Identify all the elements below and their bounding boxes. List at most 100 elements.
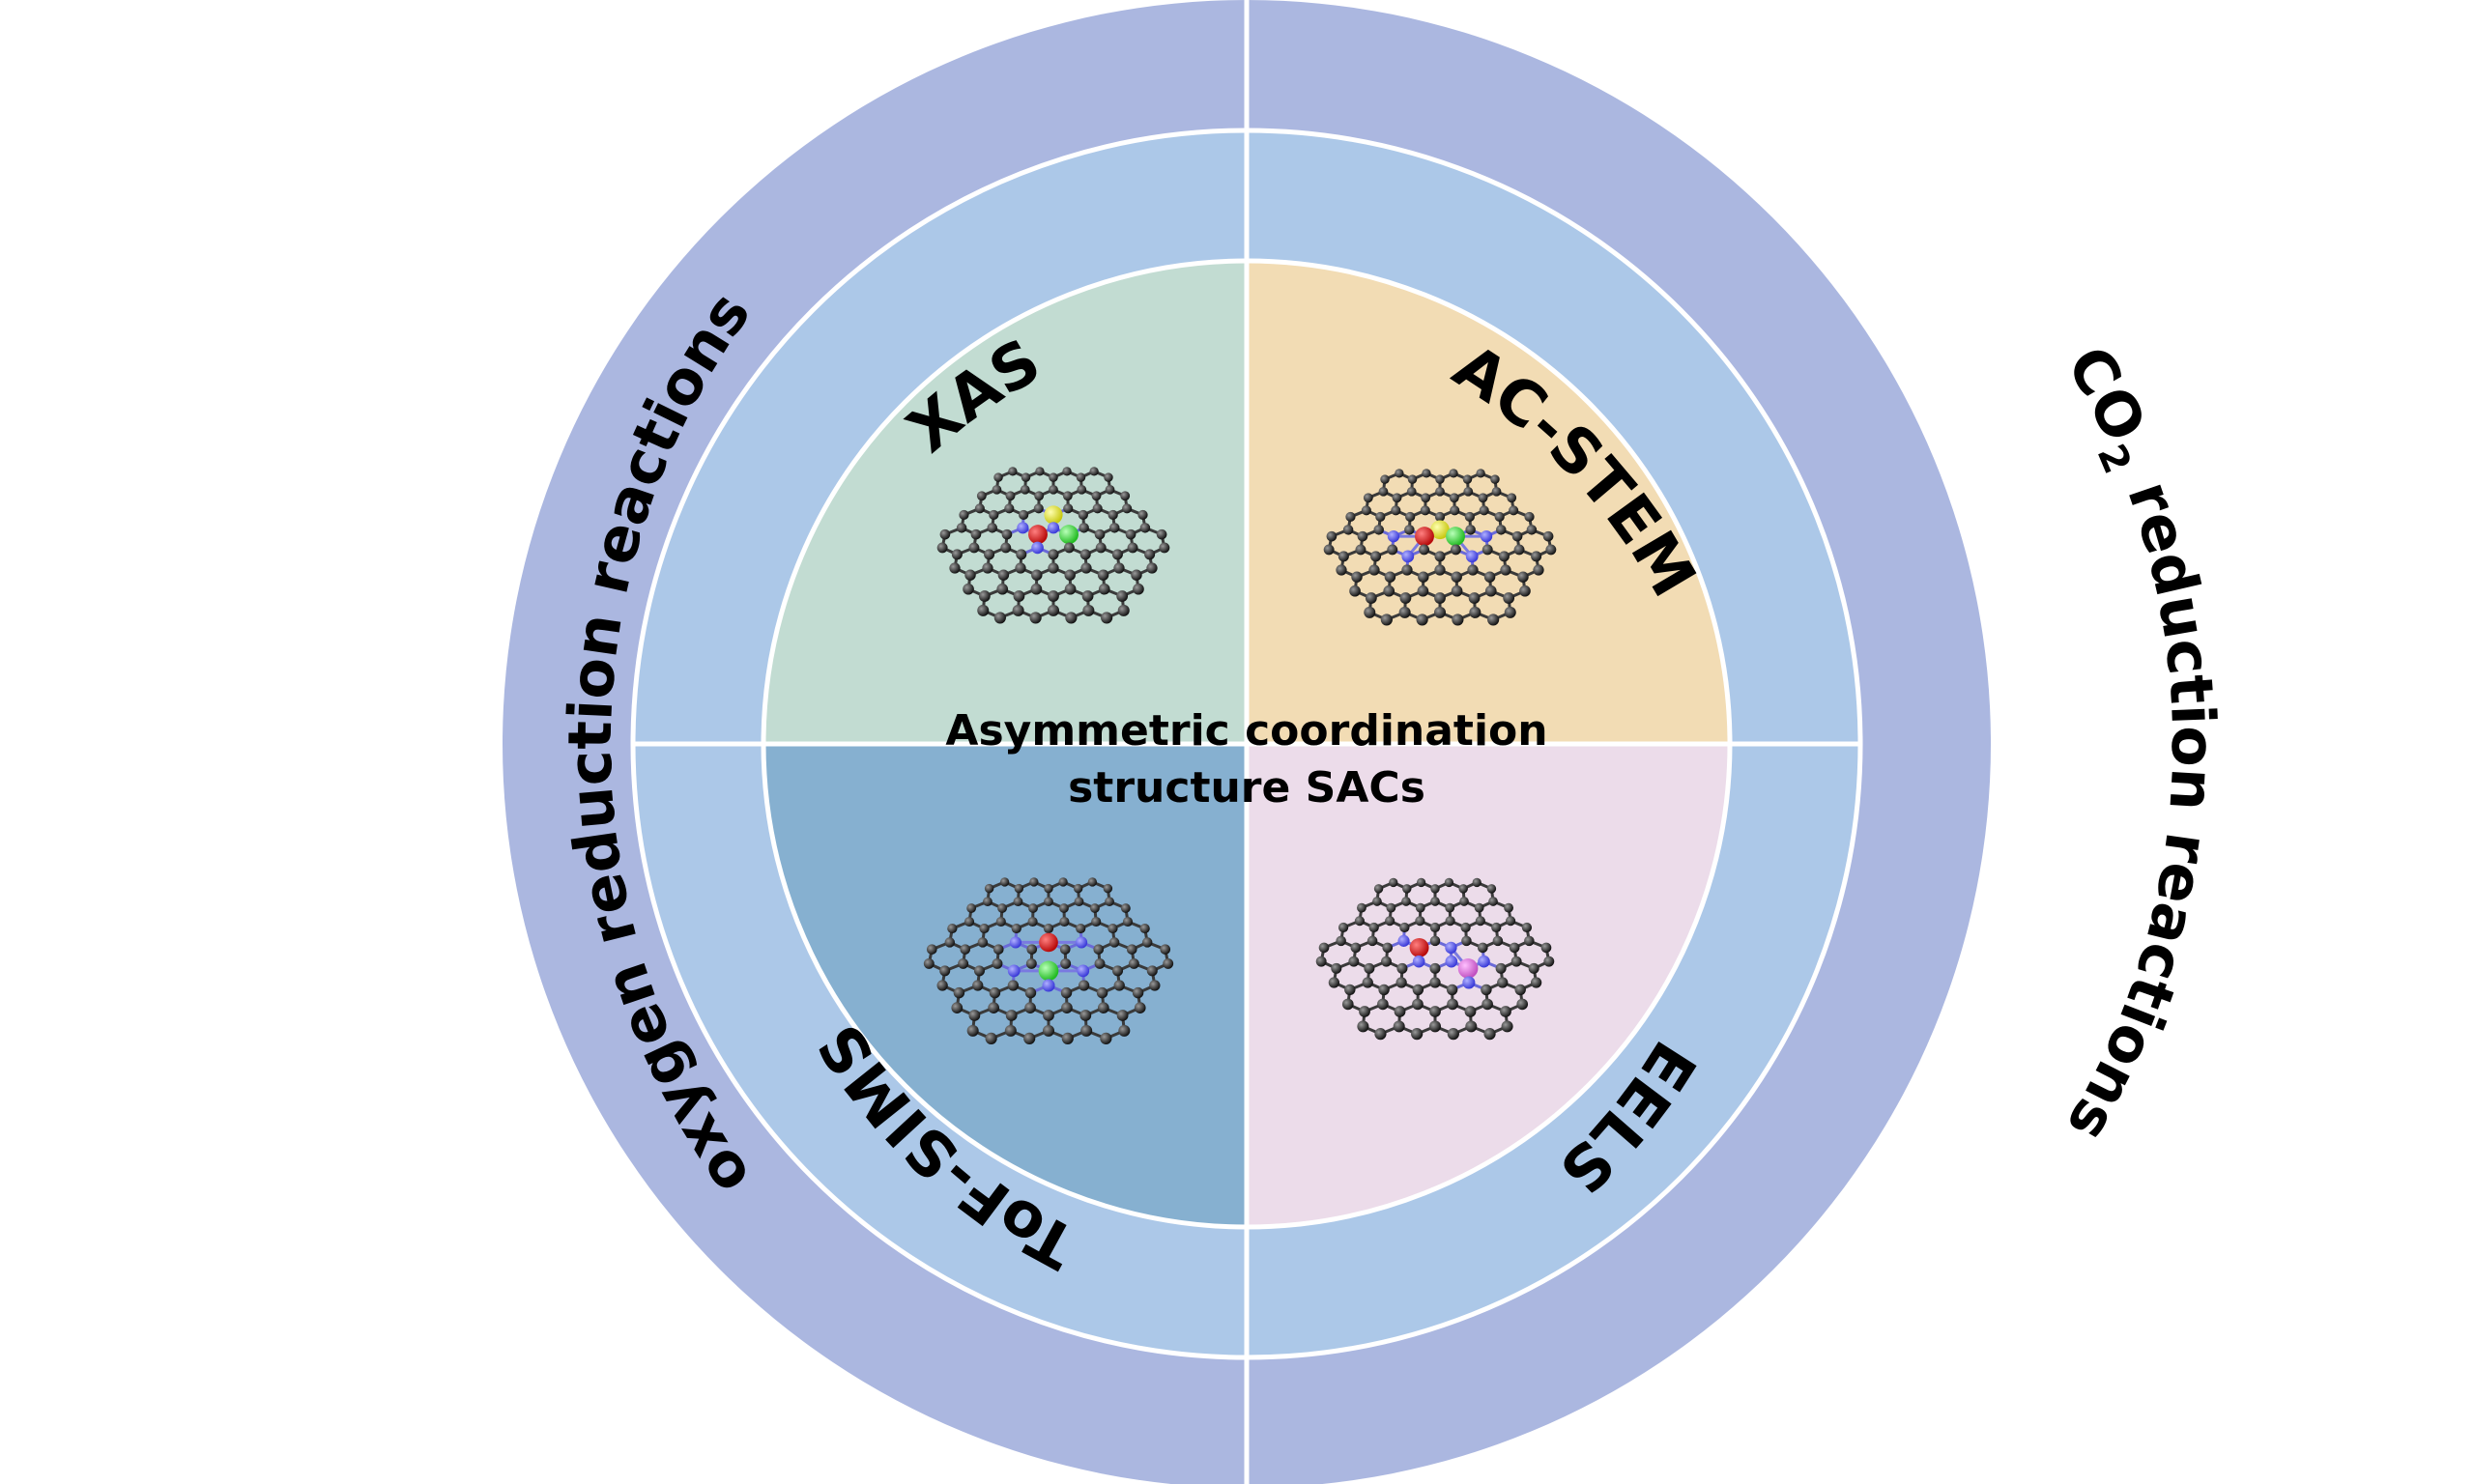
carbon-atom: [1521, 922, 1533, 933]
carbon-atom: [1318, 942, 1330, 954]
carbon-atom: [953, 986, 965, 999]
carbon-atom: [951, 1002, 964, 1013]
carbon-atom: [992, 957, 1003, 969]
carbon-atom: [1497, 977, 1509, 988]
carbon-atom: [1412, 984, 1424, 996]
carbon-atom: [974, 503, 985, 514]
carbon-atom: [1366, 935, 1378, 947]
carbon-atom: [1516, 998, 1529, 1011]
carbon-atom: [1450, 544, 1461, 556]
carbon-atom: [1061, 1002, 1073, 1013]
carbon-atom: [1048, 549, 1059, 560]
carbon-atom: [1375, 511, 1386, 523]
carbon-atom: [1159, 542, 1170, 554]
carbon-atom: [1407, 474, 1418, 484]
carbon-atom: [944, 937, 956, 948]
carbon-atom: [984, 883, 994, 894]
metal-atom-green: [1038, 960, 1059, 982]
carbon-atom: [1078, 980, 1090, 991]
nitrogen-atom: [1465, 550, 1479, 563]
carbon-atom: [1420, 505, 1430, 516]
carbon-atom: [1494, 511, 1505, 523]
carbon-atom: [1094, 528, 1106, 540]
carbon-atom: [1434, 511, 1446, 523]
carbon-atom: [1488, 897, 1498, 906]
carbon-atom: [1377, 998, 1389, 1011]
carbon-atom: [1044, 897, 1053, 907]
carbon-atom: [1392, 493, 1402, 503]
carbon-atom: [1013, 590, 1025, 602]
carbon-atom: [1090, 903, 1100, 913]
carbon-atom: [964, 916, 975, 928]
carbon-atom: [1542, 530, 1554, 542]
carbon-atom: [926, 944, 937, 955]
carbon-atom: [1393, 1020, 1405, 1033]
carbon-atom: [992, 484, 1002, 495]
nitrogen-atom: [1462, 976, 1476, 989]
carbon-atom: [1101, 612, 1113, 624]
carbon-atom: [1394, 1006, 1406, 1017]
carbon-atom: [1063, 542, 1075, 554]
carbon-atom: [1076, 923, 1086, 934]
carbon-atom: [1113, 562, 1125, 574]
carbon-atom: [1446, 984, 1458, 996]
carbon-atom: [1105, 897, 1114, 907]
carbon-atom: [1378, 984, 1390, 996]
carbon-atom: [1149, 980, 1161, 991]
carbon-atom: [1370, 551, 1382, 562]
metal-atom-red: [1409, 937, 1429, 957]
carbon-atom: [1412, 998, 1424, 1011]
carbon-atom: [1458, 884, 1468, 894]
carbon-atom: [1517, 571, 1529, 583]
nitrogen-atom: [1017, 522, 1029, 534]
carbon-atom: [1411, 1028, 1424, 1041]
carbon-atom: [1118, 1024, 1131, 1037]
carbon-atom: [997, 903, 1007, 913]
carbon-atom: [1416, 614, 1428, 626]
carbon-atom: [1498, 551, 1510, 562]
carbon-atom: [1091, 916, 1102, 928]
carbon-atom: [1116, 590, 1129, 602]
carbon-atom: [1461, 935, 1472, 947]
carbon-atom: [1462, 474, 1473, 484]
carbon-atom: [1120, 903, 1131, 913]
carbon-atom: [956, 523, 967, 533]
carbon-atom: [1338, 922, 1349, 933]
carbon-atom: [1406, 486, 1417, 497]
carbon-atom: [1116, 1010, 1129, 1021]
carbon-atom: [1008, 467, 1018, 476]
carbon-atom: [1016, 549, 1027, 560]
carbon-atom: [1350, 942, 1362, 954]
carbon-atom: [1144, 549, 1156, 560]
carbon-atom: [960, 944, 971, 955]
nitrogen-atom: [1445, 941, 1457, 955]
graphene-molecule-bottom-left: [923, 877, 1174, 1044]
carbon-atom: [1401, 897, 1411, 906]
carbon-atom: [982, 562, 993, 574]
carbon-atom: [968, 542, 980, 554]
carbon-atom: [1362, 977, 1373, 988]
carbon-atom: [1160, 944, 1171, 955]
carbon-atom: [1019, 509, 1029, 521]
carbon-atom: [1043, 1010, 1054, 1021]
carbon-atom: [1373, 884, 1384, 894]
carbon-atom: [1504, 606, 1516, 618]
carbon-atom: [1004, 503, 1015, 514]
carbon-atom: [1326, 530, 1338, 542]
carbon-atom: [1472, 877, 1482, 888]
carbon-atom: [1073, 883, 1083, 894]
carbon-atom: [1112, 965, 1124, 977]
carbon-atom: [978, 590, 991, 602]
carbon-atom: [1365, 592, 1377, 604]
carbon-atom: [1336, 564, 1347, 576]
carbon-atom: [1487, 614, 1500, 626]
carbon-atom: [1444, 877, 1454, 888]
carbon-atom: [1445, 916, 1455, 927]
nitrogen-atom: [1007, 964, 1021, 978]
quadrant-top-left: [763, 261, 1247, 744]
carbon-atom: [1396, 962, 1408, 974]
quadrant-bottom-left: [763, 744, 1247, 1227]
carbon-atom: [1095, 542, 1107, 554]
carbon-atom: [1315, 956, 1327, 967]
